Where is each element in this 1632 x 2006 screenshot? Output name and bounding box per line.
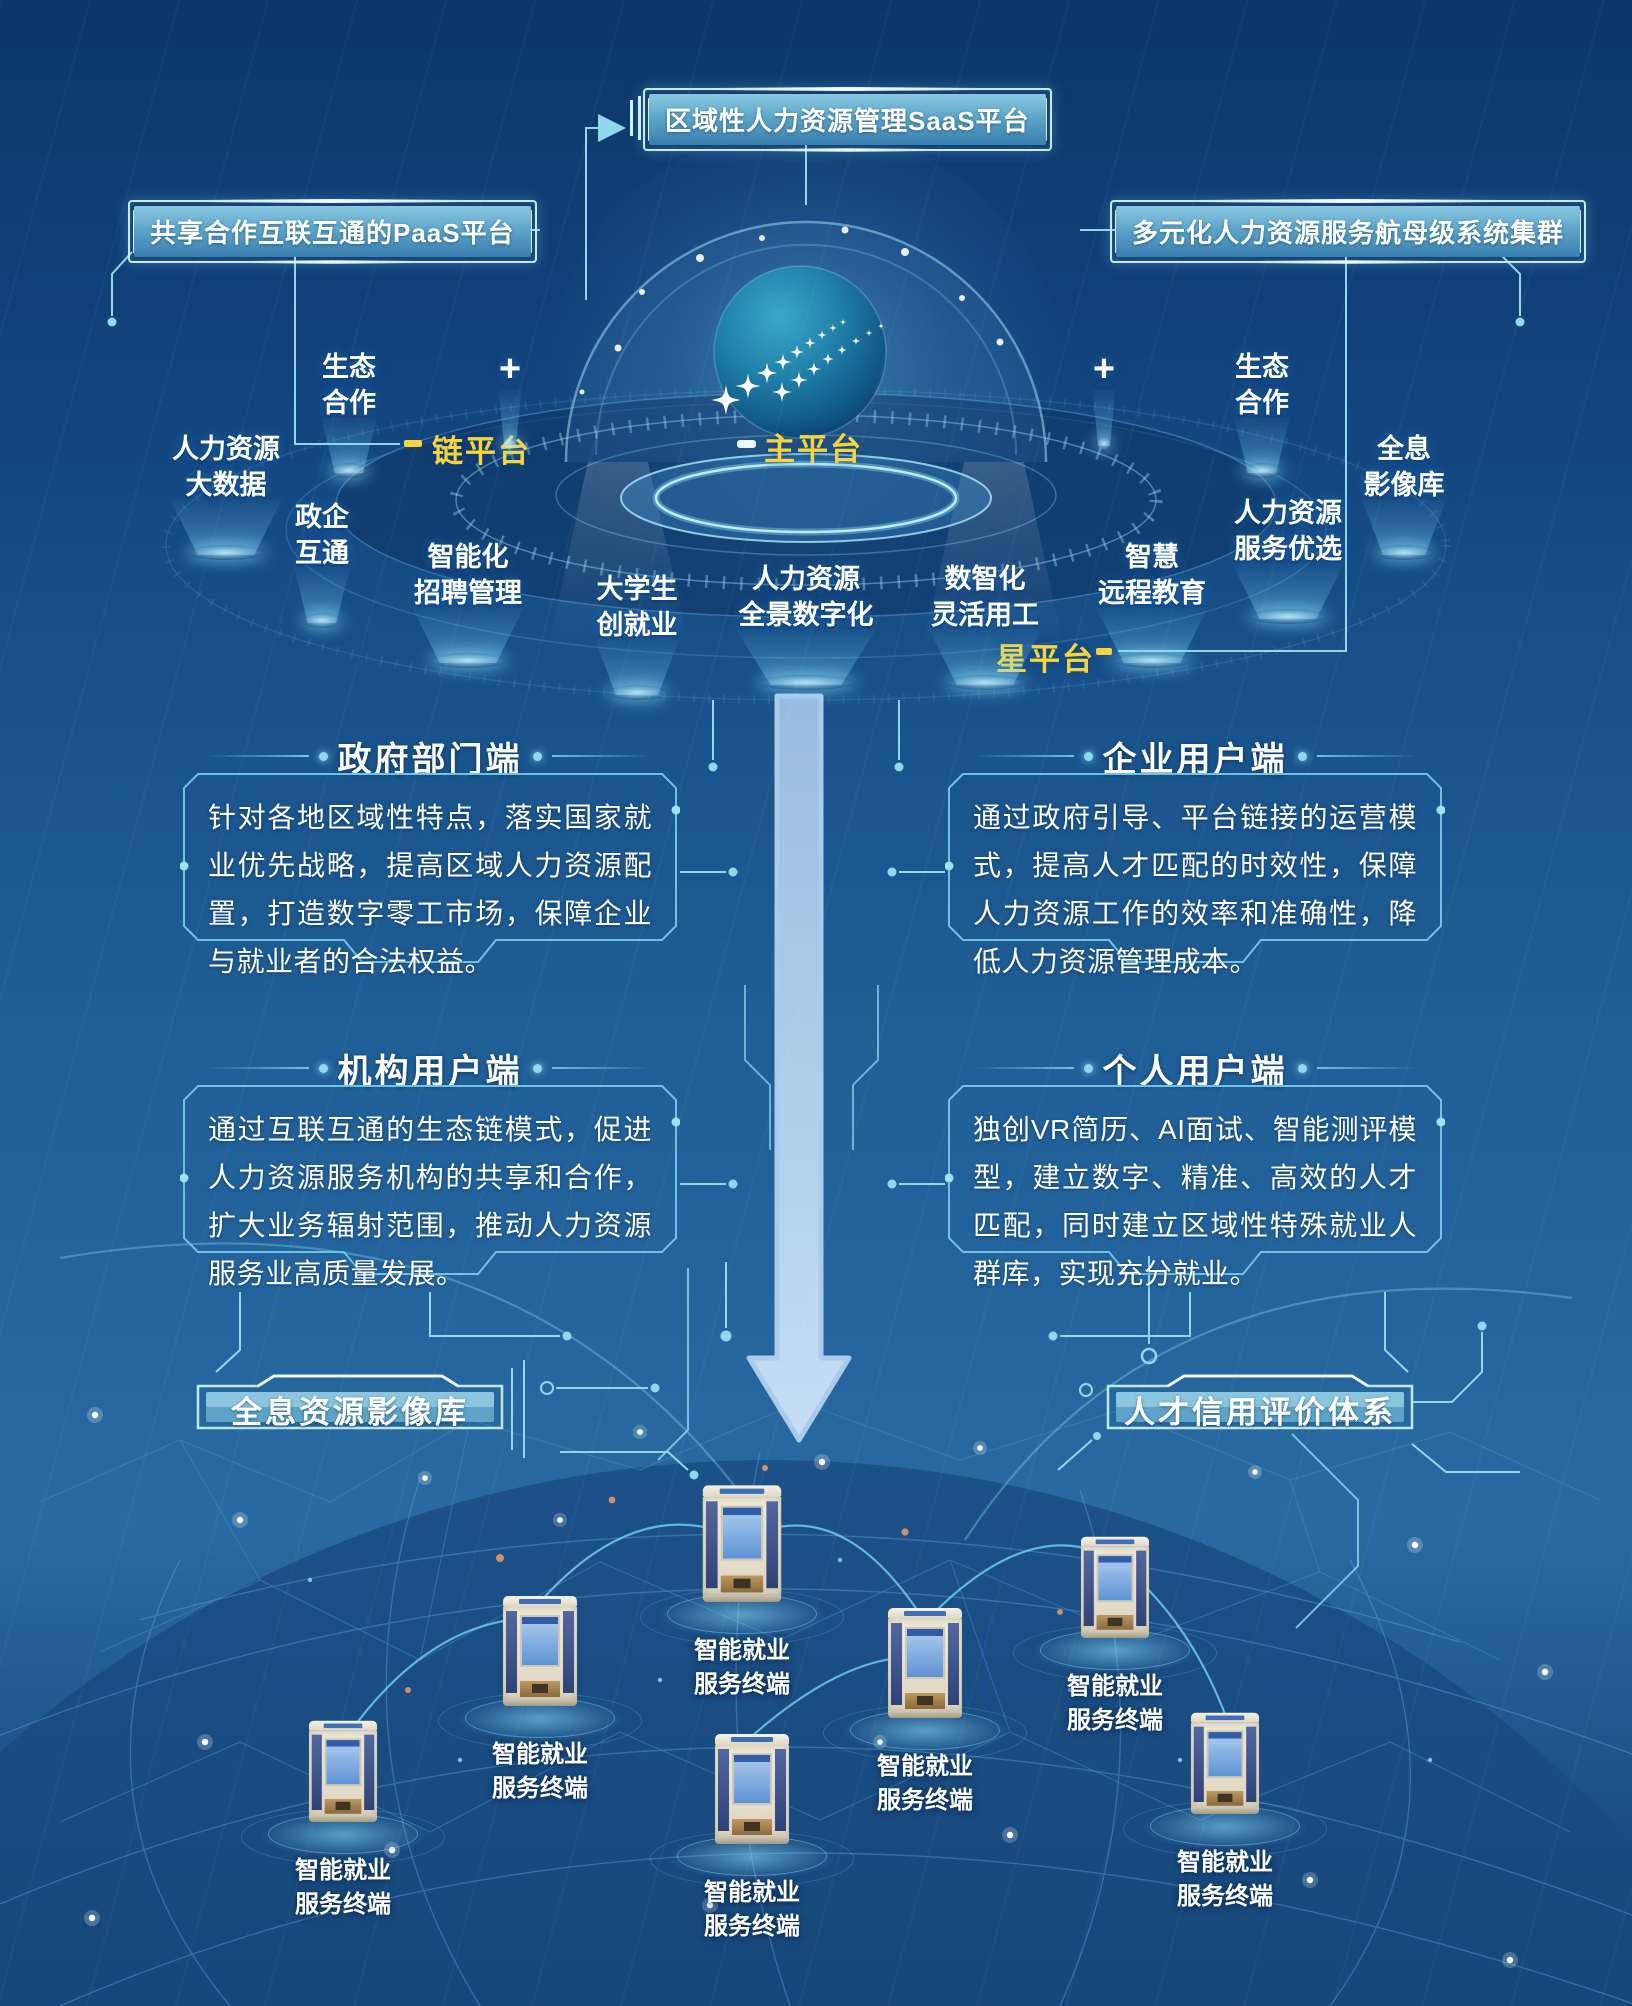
panel-title: 政府部门端: [337, 740, 523, 779]
dot-icon: [318, 751, 328, 761]
kiosk-unit: [503, 1596, 577, 1706]
panel-title: 个人用户端: [1102, 1052, 1288, 1091]
platform-item-flexible-work: 数智化 灵活用工: [931, 562, 1039, 633]
terminal-kiosk: 智能就业 服务终端: [640, 1485, 844, 1701]
panel-title-row: 政府部门端: [180, 736, 680, 779]
panel-title-row: 机构用户端: [180, 1048, 680, 1091]
terminal-label: 智能就业 服务终端: [1177, 1849, 1273, 1910]
kiosk-screen: [905, 1627, 945, 1679]
terminal-kiosk: 智能就业 服务终端: [438, 1596, 642, 1805]
terminal-label: 智能就业 服务终端: [295, 1857, 391, 1918]
platform-item-plus-right: +: [1093, 344, 1115, 394]
terminal-kiosk: 智能就业 服务终端: [650, 1734, 854, 1943]
kiosk-screen: [732, 1753, 772, 1805]
panel-border: [180, 1085, 680, 1275]
kiosk-screen: [324, 1738, 362, 1787]
kiosk-unit: [308, 1720, 378, 1822]
platform-item-eco-right: 生态 合作: [1235, 350, 1289, 421]
main-platform-label: 主平台: [764, 432, 863, 467]
terminal-kiosk: 智能就业 服务终端: [823, 1608, 1027, 1817]
system-cluster-label: 多元化人力资源服务航母级系统集群: [1116, 206, 1581, 257]
platform-item-hr-select: 人力资源 服务优选: [1234, 496, 1342, 567]
panel-title-row: 个人用户端: [945, 1048, 1445, 1091]
platform-item-hr-panorama: 人力资源 全景数字化: [739, 562, 874, 633]
panel-border: [945, 773, 1445, 963]
dot-icon: [318, 1063, 328, 1073]
platform-item-college-employment: 大学生 创就业: [597, 572, 678, 643]
kiosk-unit: [715, 1734, 789, 1844]
panel-body: 通过互联互通的生态链模式，促进人力资源服务机构的共享和合作，扩大业务辐射范围，推…: [208, 1114, 652, 1290]
panel-body: 独创VR简历、AI面试、智能测评模型，建立数字、精准、高效的人才匹配，同时建立区…: [973, 1114, 1417, 1290]
kiosk-screen: [720, 1505, 764, 1561]
panel-title: 企业用户端: [1102, 740, 1288, 779]
saas-platform-label: 区域性人力资源管理SaaS平台: [649, 94, 1046, 145]
panel-border: [180, 773, 680, 963]
terminal-label: 智能就业 服务终端: [877, 1753, 973, 1814]
platform-item-holo-lib: 全息 影像库: [1364, 432, 1445, 503]
platform-item-smart-recruit: 智能化 招聘管理: [414, 540, 522, 611]
dot-icon: [1297, 1063, 1307, 1073]
dot-icon: [532, 751, 542, 761]
panel-government: 政府部门端 针对各地区域性特点，落实国家就业优先战略，提高区域人力资源配置，打造…: [180, 736, 680, 982]
holo-resource-library-label: 全息资源影像库: [231, 1395, 469, 1430]
connector-lines: [107, 96, 1525, 1629]
dot-icon: [1083, 751, 1093, 761]
panel-enterprise: 企业用户端 通过政府引导、平台链接的运营模式，提高人才匹配的时效性，保障人力资源…: [945, 736, 1445, 982]
holo-resource-library-badge: 全息资源影像库: [190, 1368, 510, 1434]
panel-body: 针对各地区域性特点，落实国家就业优先战略，提高区域人力资源配置，打造数字零工市场…: [208, 802, 652, 978]
panel-border: [945, 1085, 1445, 1275]
terminal-kiosk: 智能就业 服务终端: [1013, 1528, 1217, 1737]
panel-personal: 个人用户端 独创VR简历、AI面试、智能测评模型，建立数字、精准、高效的人才匹配…: [945, 1048, 1445, 1294]
dot-icon: [1083, 1063, 1093, 1073]
sphere-logo: [711, 265, 887, 439]
panel-title-row: 企业用户端: [945, 736, 1445, 779]
terminal-label: 智能就业 服务终端: [1067, 1673, 1163, 1734]
kiosk-screen: [520, 1615, 560, 1667]
platform-item-remote-edu: 智慧 远程教育: [1098, 540, 1206, 611]
system-cluster-box: 多元化人力资源服务航母级系统集群: [1110, 199, 1587, 264]
kiosk-screen: [1096, 1554, 1134, 1603]
panel-organization: 机构用户端 通过互联互通的生态链模式，促进人力资源服务机构的共享和合作，扩大业务…: [180, 1048, 680, 1294]
saas-platform-box: 区域性人力资源管理SaaS平台: [643, 87, 1052, 152]
platform-item-plus-left: +: [499, 344, 521, 394]
kiosk-unit: [888, 1608, 962, 1718]
platform-item-hr-bigdata: 人力资源 大数据: [172, 432, 280, 503]
talent-credit-badge: 人才信用评价体系: [1100, 1368, 1420, 1434]
kiosk-unit: [702, 1485, 782, 1602]
platform-item-gov-ent-link: 政企 互通: [295, 500, 349, 571]
terminal-label: 智能就业 服务终端: [694, 1637, 790, 1698]
paas-platform-box: 共享合作互联互通的PaaS平台: [128, 199, 537, 264]
terminal-label: 智能就业 服务终端: [492, 1741, 588, 1802]
dot-icon: [1297, 751, 1307, 761]
platform-item-eco-left: 生态 合作: [322, 350, 376, 421]
kiosk-unit: [1080, 1536, 1150, 1638]
terminal-label: 智能就业 服务终端: [704, 1879, 800, 1940]
panel-title: 机构用户端: [337, 1052, 523, 1091]
terminal-kiosk: 智能就业 服务终端: [241, 1712, 445, 1921]
kiosk-unit: [1190, 1712, 1260, 1814]
panel-body: 通过政府引导、平台链接的运营模式，提高人才匹配的时效性，保障人力资源工作的效率和…: [973, 802, 1417, 978]
down-arrow: [746, 693, 852, 1443]
kiosk-screen: [1206, 1730, 1244, 1779]
paas-platform-label: 共享合作互联互通的PaaS平台: [134, 206, 531, 257]
terminal-kiosk: 智能就业 服务终端: [1123, 1704, 1327, 1913]
dot-icon: [532, 1063, 542, 1073]
talent-credit-label: 人才信用评价体系: [1124, 1395, 1396, 1430]
